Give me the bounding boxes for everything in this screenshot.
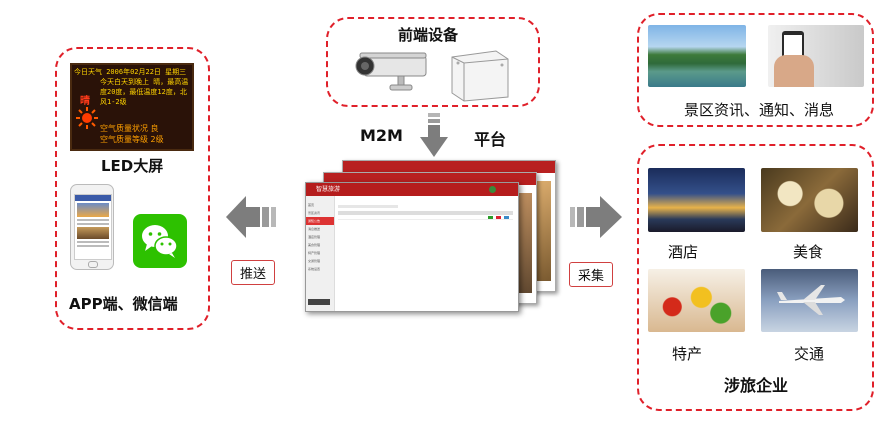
hotel-photo — [648, 168, 745, 232]
gateway-box-icon — [446, 47, 512, 103]
platform-table — [338, 205, 513, 220]
wechat-icon — [133, 214, 187, 268]
led-line: 风1-2级 — [100, 98, 127, 106]
enterprise-panel — [637, 144, 874, 411]
food-photo — [761, 168, 858, 232]
info-label: 景区资讯、通知、消息 — [684, 101, 835, 119]
platform-menu-item[interactable]: 通知公告 — [306, 217, 334, 225]
m2m-label: M2M — [360, 126, 403, 145]
phone-image — [70, 184, 114, 270]
sun-icon — [76, 107, 98, 129]
transport-photo — [761, 269, 858, 332]
platform-menu-item[interactable]: 美食管理 — [308, 243, 321, 247]
collect-arrow-icon — [566, 196, 622, 238]
led-air-grade: 空气质量等级 2级 — [100, 135, 164, 144]
platform-menu-item[interactable]: 系统设置 — [308, 267, 321, 271]
specialty-photo — [648, 269, 745, 332]
enterprise-item-specialty: 特产 — [672, 345, 703, 363]
enterprise-item-food: 美食 — [793, 243, 824, 261]
platform-menu-item[interactable]: 首页 — [308, 203, 315, 207]
platform-menu-item[interactable]: 酒店管理 — [308, 235, 321, 239]
collect-tag: 采集 — [569, 262, 614, 287]
down-arrow-icon — [420, 113, 448, 157]
platform-menu-item[interactable]: 交通管理 — [308, 259, 321, 263]
led-line: 今天白天到晚上 晴，最高温 — [100, 78, 189, 86]
enterprise-label: 涉旅企业 — [724, 376, 789, 395]
clients-label: APP端、微信端 — [69, 295, 178, 313]
push-tag: 推送 — [231, 260, 276, 285]
led-weather-text: 晴 — [80, 96, 90, 107]
info-panel — [637, 13, 874, 127]
camera-icon — [352, 50, 434, 94]
platform-menu-item[interactable]: 景区资讯 — [308, 211, 321, 215]
platform-menu-item[interactable]: 特产管理 — [308, 251, 321, 255]
enterprise-item-transport: 交通 — [794, 345, 825, 363]
platform-brand: 智慧旅游 — [316, 186, 341, 193]
push-arrow-icon — [226, 196, 282, 238]
led-line: 度20度，最低温度12度，北 — [100, 88, 187, 96]
platform-label: 平台 — [474, 130, 507, 149]
platform-logo-icon — [489, 186, 496, 193]
front-device-label: 前端设备 — [398, 26, 459, 44]
led-line: 今日天气 2006年02月22日 星期三 — [74, 68, 187, 76]
led-air-quality: 空气质量状况 良 — [100, 124, 159, 133]
clients-panel — [55, 47, 210, 330]
scenic-photo — [648, 25, 746, 87]
enterprise-item-hotel: 酒店 — [668, 243, 699, 261]
front-device-panel — [326, 17, 540, 107]
led-label: LED大屏 — [101, 157, 164, 175]
platform-menu-item[interactable]: 消息推送 — [308, 227, 321, 231]
phone-hand-photo — [768, 25, 864, 87]
led-screen: 今日天气 2006年02月22日 星期三 今天白天到晚上 晴，最高温 度20度，… — [70, 63, 194, 151]
platform-screen-front: 智慧旅游 首页 景区资讯 通知公告 消息推送 酒店管理 美食管理 特产管理 交通… — [305, 182, 519, 312]
